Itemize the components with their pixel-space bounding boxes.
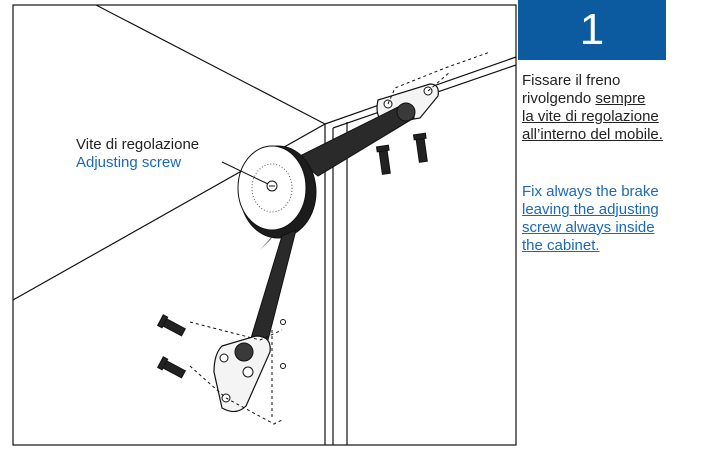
screw-icon: [156, 132, 428, 379]
callout-english: Adjusting screw: [76, 154, 182, 171]
bottom-mounting-plate: [213, 335, 271, 413]
cabinet-top-edge: [95, 4, 326, 125]
step-number-badge: 1: [518, 0, 666, 60]
adjusting-screw-callout: Vite di regolazione Adjusting screw: [76, 136, 199, 172]
italian-line-1: Fissare il freno: [522, 72, 621, 89]
english-line-2: leaving the adjusting: [522, 201, 659, 218]
illustration-frame: [12, 4, 517, 446]
italian-line-2-underlined: sempre: [595, 90, 646, 107]
english-line-3: screw always inside: [522, 219, 655, 236]
instructions-english: Fix always the brake leaving the adjusti…: [522, 183, 707, 255]
english-line-1: Fix always the brake: [522, 183, 659, 200]
instructions-italian: Fissare il freno rivolgendo sempre la vi…: [522, 72, 707, 144]
english-line-4: the cabinet.: [522, 237, 600, 254]
italian-line-4: all’interno del mobile.: [522, 126, 663, 143]
callout-italian: Vite di regolazione: [76, 136, 200, 153]
italian-line-2: rivolgendo: [522, 90, 596, 107]
lid-stay-mechanism: [189, 51, 491, 425]
adjuster-disk: [237, 145, 317, 239]
italian-line-3: la vite di regolazione: [522, 108, 659, 125]
